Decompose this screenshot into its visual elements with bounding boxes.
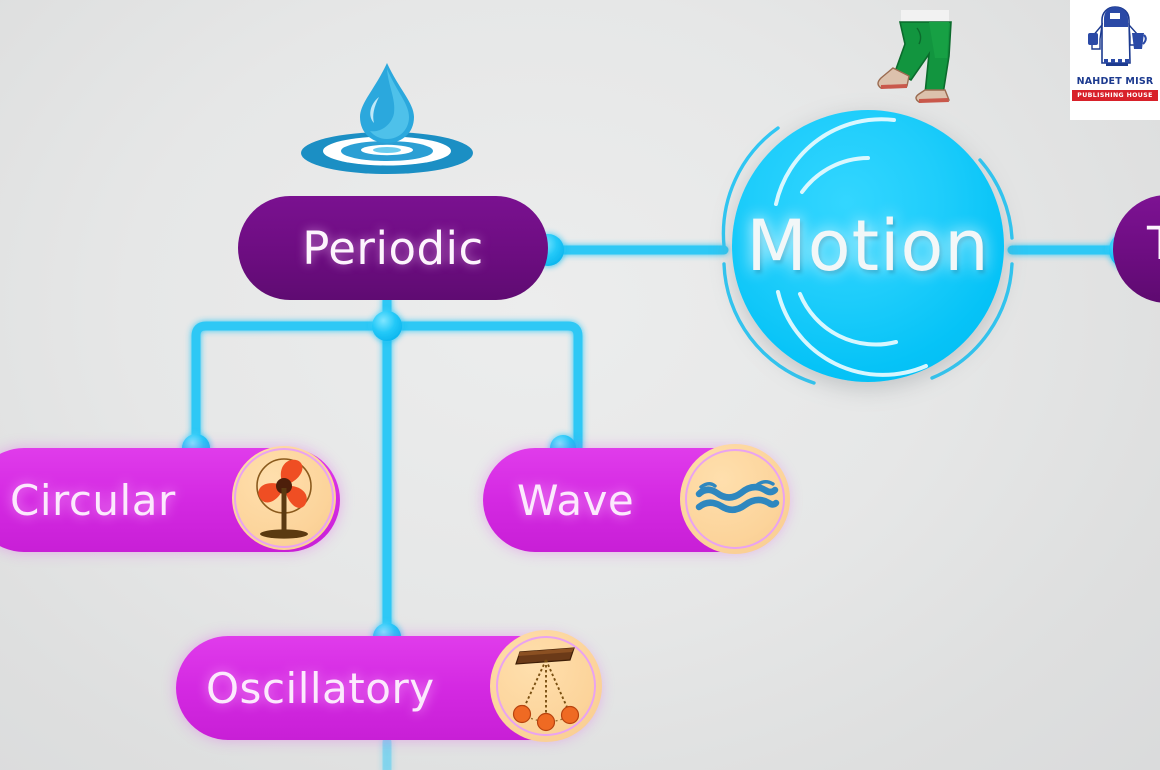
motion-inner-arcs [774, 117, 928, 377]
motion-outer-arcs [721, 126, 1014, 385]
node-right-partial[interactable]: T [1113, 195, 1160, 313]
node-right-partial-label: T [1147, 217, 1160, 270]
walking-person-icon [877, 10, 952, 103]
node-periodic-label: Periodic [302, 221, 484, 275]
node-circular-label: Circular [10, 475, 176, 525]
logo-subtitle: PUBLISHING HOUSE [1072, 90, 1158, 101]
motion-label: Motion [746, 205, 990, 287]
node-oscillatory[interactable]: Oscillatory [176, 630, 608, 750]
logo-figure-icon [1088, 6, 1147, 66]
dot-bus-center [372, 311, 402, 341]
node-motion[interactable]: Motion [718, 96, 1018, 396]
node-periodic[interactable]: Periodic [238, 196, 556, 310]
logo-name: NAHDET MISR [1076, 76, 1154, 87]
fan-icon [232, 446, 336, 550]
node-circular[interactable]: Circular [0, 446, 348, 562]
publisher-logo: NAHDET MISR PUBLISHING HOUSE [1070, 0, 1160, 120]
motion-circle [732, 110, 1004, 382]
edge-children-bus [191, 321, 583, 453]
water-drop-icon [301, 63, 473, 174]
node-oscillatory-label: Oscillatory [206, 663, 435, 713]
node-wave-label: Wave [517, 475, 635, 525]
pendulum-icon [490, 630, 602, 742]
water-wave-icon [680, 444, 790, 554]
node-wave[interactable]: Wave [483, 444, 796, 562]
